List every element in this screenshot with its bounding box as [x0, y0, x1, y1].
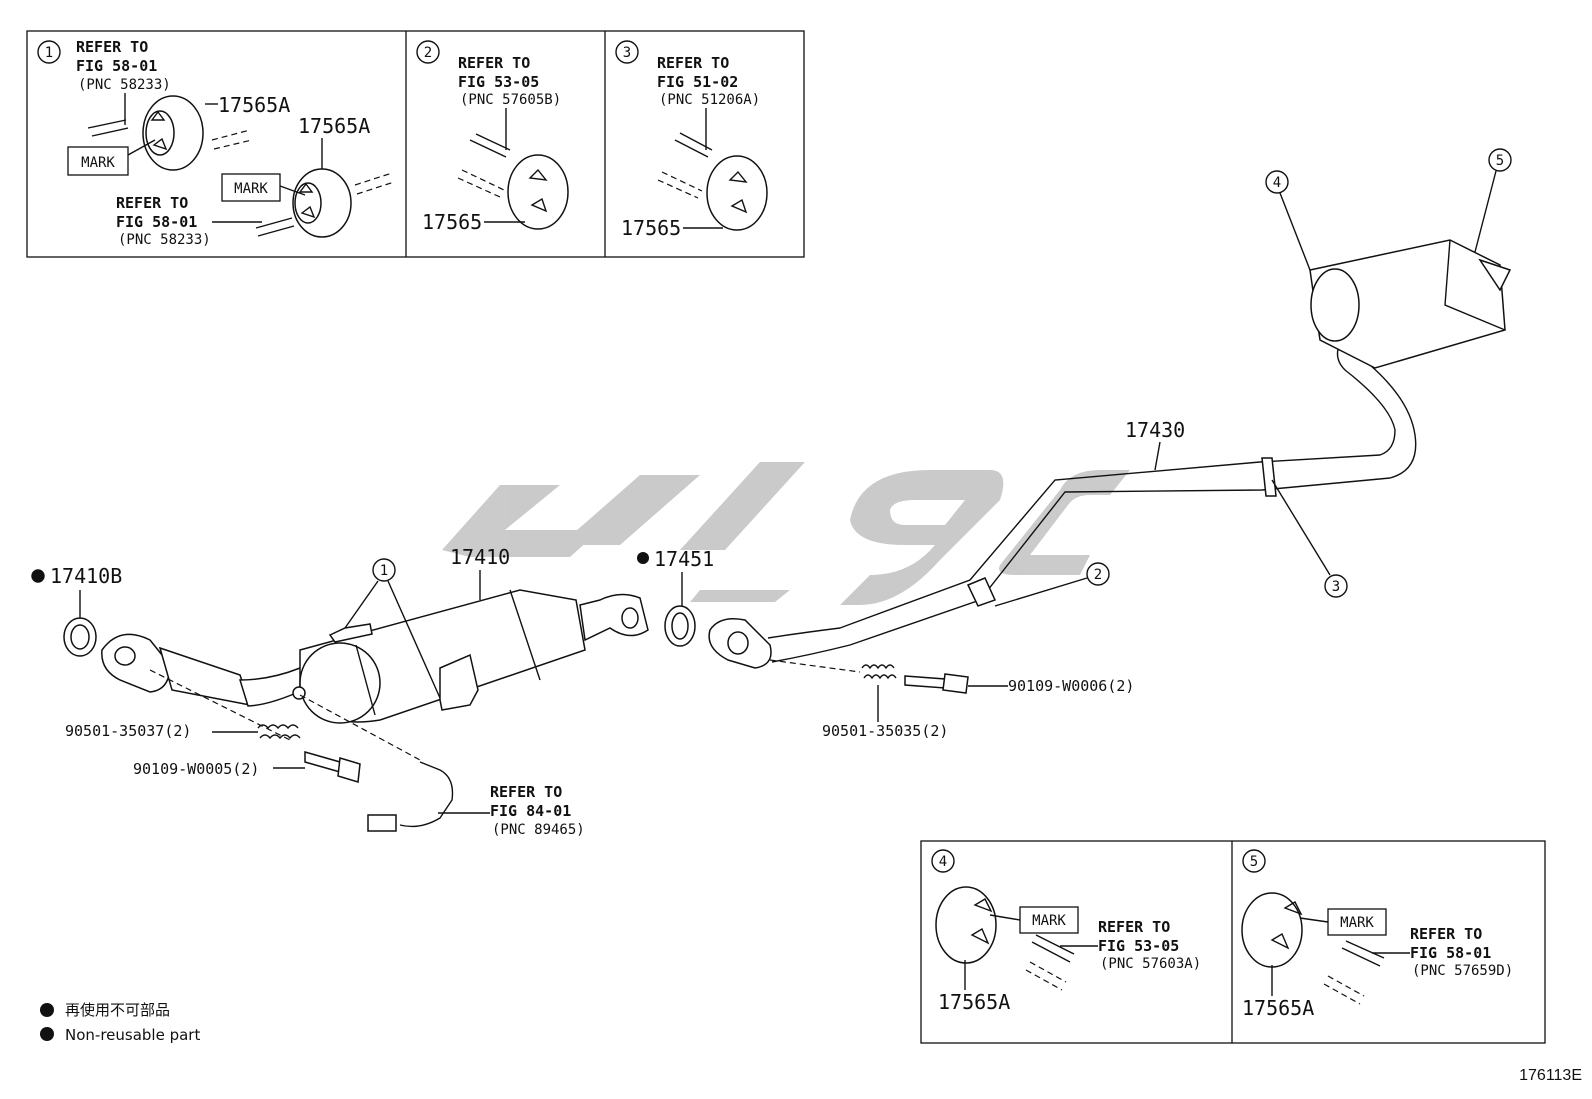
hanger-17565A-c — [935, 886, 997, 964]
callout-circle-1 — [37, 40, 61, 64]
inset-5-number: 5 — [1250, 854, 1258, 870]
inset-1: 1 REFER TO FIG 58-01 (PNC 58233) 17565A … — [37, 38, 395, 248]
tail-pipe-assembly: 17430 2 3 4 5 90501-35035(2) 90109-W0006… — [708, 148, 1512, 740]
gasket-right-label: 90501-35035(2) — [822, 722, 948, 740]
inset-1-part-a: 17565A — [218, 93, 290, 117]
inset-1-number: 1 — [45, 45, 53, 61]
sensor-ref-line3: (PNC 89465) — [492, 822, 585, 838]
inset-2-ref-line3: (PNC 57605B) — [460, 92, 561, 108]
inset-3-part: 17565 — [621, 216, 681, 240]
inset-2-ref-line1: REFER TO — [458, 54, 530, 72]
part-17451-label: 17451 — [654, 547, 714, 571]
inset-4-ref-line2: FIG 53-05 — [1098, 937, 1179, 955]
legend-jp: 再使用不可部品 — [65, 1001, 170, 1019]
inset-5-ref-line3: (PNC 57659D) — [1412, 963, 1513, 979]
bolt-left-label: 90109-W0005(2) — [133, 760, 259, 778]
inset-1-ref-top-line1: REFER TO — [76, 38, 148, 56]
mark-label-b — [221, 173, 281, 202]
hanger-17565A-d — [1241, 892, 1303, 968]
hanger-17565-b — [706, 155, 768, 231]
legend: 再使用不可部品 Non-reusable part — [40, 1001, 200, 1044]
inset-2-number: 2 — [424, 45, 432, 61]
inset-4-mark: MARK — [1032, 913, 1066, 929]
inset-1-ref-top-line3: (PNC 58233) — [78, 77, 171, 93]
inset-4-part: 17565A — [938, 990, 1010, 1014]
mark-text-b: MARK — [234, 181, 268, 197]
front-exhaust-assembly: 17410B 17410 1 17451 — [31, 545, 714, 838]
bolt-right-label: 90109-W0006(2) — [1008, 677, 1134, 695]
inset-4-ref-line1: REFER TO — [1098, 918, 1170, 936]
part-17410-label: 17410 — [450, 545, 510, 569]
front-flange — [101, 633, 171, 693]
main-callout-3: 3 — [1332, 579, 1340, 595]
inset-3-ref-line2: FIG 51-02 — [657, 73, 738, 91]
inset-4: 4 MARK REFER TO FIG 53-05 (PNC 57603A) 1… — [931, 849, 1201, 1014]
inset-2-ref-line2: FIG 53-05 — [458, 73, 539, 91]
inset-1-ref-bottom-line1: REFER TO — [116, 194, 188, 212]
gasket-left-label: 90501-35037(2) — [65, 722, 191, 740]
main-callout-1: 1 — [380, 563, 388, 579]
sensor-ref-line1: REFER TO — [490, 783, 562, 801]
non-reusable-bullet-icon — [40, 1003, 54, 1017]
inset-4-ref-line3: (PNC 57603A) — [1100, 956, 1201, 972]
inset-1-ref-bottom-line2: FIG 58-01 — [116, 213, 197, 231]
part-17430-label: 17430 — [1125, 418, 1185, 442]
mark-label-a — [67, 146, 129, 176]
watermark-logo — [442, 462, 1130, 605]
legend-en: Non-reusable part — [65, 1026, 200, 1044]
inset-5-ref-line1: REFER TO — [1410, 925, 1482, 943]
inset-4-number: 4 — [939, 854, 947, 870]
inset-1-ref-bottom-line3: (PNC 58233) — [118, 232, 211, 248]
top-insets-frame — [26, 30, 805, 258]
inset-1-part-b: 17565A — [298, 114, 370, 138]
inset-2: 2 REFER TO FIG 53-05 (PNC 57605B) 17565 — [416, 40, 569, 234]
inset-3-number: 3 — [623, 45, 631, 61]
main-callout-5: 5 — [1496, 153, 1504, 169]
bottom-insets-frame — [920, 840, 1546, 1044]
inset-3-ref-line3: (PNC 51206A) — [659, 92, 760, 108]
inset-5-mark: MARK — [1340, 915, 1374, 931]
hanger-17565-a — [507, 154, 569, 230]
inset-3: 3 REFER TO FIG 51-02 (PNC 51206A) 17565 — [615, 40, 768, 240]
sensor-ref-line2: FIG 84-01 — [490, 802, 571, 820]
inset-5: 5 MARK REFER TO FIG 58-01 (PNC 57659D) 1… — [1241, 849, 1513, 1020]
inset-2-part: 17565 — [422, 210, 482, 234]
non-reusable-bullet-icon-2 — [40, 1027, 54, 1041]
main-callout-4: 4 — [1273, 175, 1281, 191]
inset-5-ref-line2: FIG 58-01 — [1410, 944, 1491, 962]
mark-text-a: MARK — [81, 155, 115, 171]
inset-3-ref-line1: REFER TO — [657, 54, 729, 72]
bolt-right — [904, 675, 946, 689]
diagram-id: 176113E — [1519, 1067, 1582, 1084]
o2-sensor-connector — [367, 814, 397, 832]
inset-5-part: 17565A — [1242, 996, 1314, 1020]
inset-1-ref-top-line2: FIG 58-01 — [76, 57, 157, 75]
bolt-left — [304, 751, 341, 773]
main-callout-2: 2 — [1094, 567, 1102, 583]
part-17410B-label: 17410B — [50, 564, 122, 588]
